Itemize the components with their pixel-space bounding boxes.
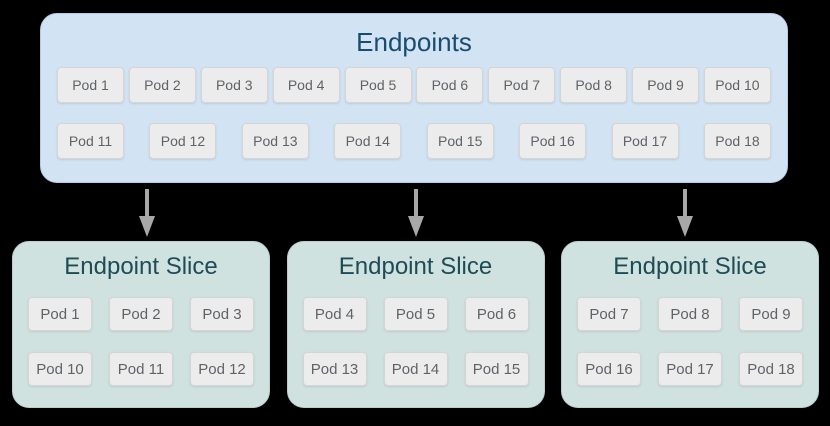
down-arrow-icon (407, 189, 424, 237)
down-arrow-icon (676, 189, 693, 237)
pod-chip: Pod 11 (57, 123, 124, 159)
slice-pod-grid: Pod 4 Pod 5 Pod 6 Pod 13 Pod 14 Pod 15 (288, 297, 544, 386)
pod-chip: Pod 2 (128, 67, 196, 103)
pod-chip: Pod 7 (488, 67, 556, 103)
pod-chip: Pod 13 (241, 123, 309, 159)
arrows-row (12, 189, 819, 237)
pod-chip: Pod 1 (57, 67, 124, 103)
pod-chip: Pod 16 (577, 352, 641, 386)
pod-chip: Pod 12 (190, 352, 254, 386)
pod-chip: Pod 6 (416, 67, 484, 103)
pod-chip: Pod 14 (334, 123, 402, 159)
pod-chip: Pod 15 (464, 352, 529, 386)
pod-chip: Pod 2 (109, 297, 173, 331)
pod-chip: Pod 5 (383, 297, 448, 331)
endpoint-slice-title: Endpoint Slice (338, 253, 493, 280)
pod-chip: Pod 3 (190, 297, 254, 331)
pod-chip: Pod 8 (658, 297, 722, 331)
endpoint-slice-title: Endpoint Slice (64, 253, 218, 280)
pod-chip: Pod 1 (28, 297, 92, 331)
pod-chip: Pod 14 (383, 352, 448, 386)
pod-chip: Pod 11 (109, 352, 173, 386)
pod-chip: Pod 4 (302, 297, 367, 331)
slice-pod-grid: Pod 7 Pod 8 Pod 9 Pod 16 Pod 17 Pod 18 (562, 297, 818, 386)
down-arrow-icon (138, 189, 155, 237)
arrow-cell (12, 189, 281, 237)
pod-chip: Pod 10 (703, 67, 771, 103)
pod-chip: Pod 6 (464, 297, 529, 331)
pod-chip: Pod 18 (703, 123, 771, 159)
pod-chip: Pod 9 (632, 67, 699, 103)
pod-chip: Pod 9 (739, 297, 803, 331)
endpoints-title: Endpoints (356, 27, 472, 57)
endpoint-slice-title: Endpoint Slice (613, 253, 767, 280)
pod-chip: Pod 17 (658, 352, 722, 386)
pod-chip: Pod 4 (272, 67, 340, 103)
pod-chip: Pod 7 (577, 297, 641, 331)
pod-chip: Pod 18 (739, 352, 803, 386)
pod-chip: Pod 10 (28, 352, 92, 386)
pod-chip: Pod 13 (302, 352, 367, 386)
slice-pod-grid: Pod 1 Pod 2 Pod 3 Pod 10 Pod 11 Pod 12 (13, 297, 269, 386)
pod-chip: Pod 16 (519, 123, 587, 159)
pod-chip: Pod 3 (200, 67, 268, 103)
arrow-cell (281, 189, 550, 237)
pod-chip: Pod 5 (344, 67, 412, 103)
pod-chip: Pod 12 (149, 123, 217, 159)
pod-chip: Pod 17 (611, 123, 679, 159)
pod-chip: Pod 8 (560, 67, 628, 103)
pod-chip: Pod 15 (426, 123, 494, 159)
arrow-cell (550, 189, 819, 237)
